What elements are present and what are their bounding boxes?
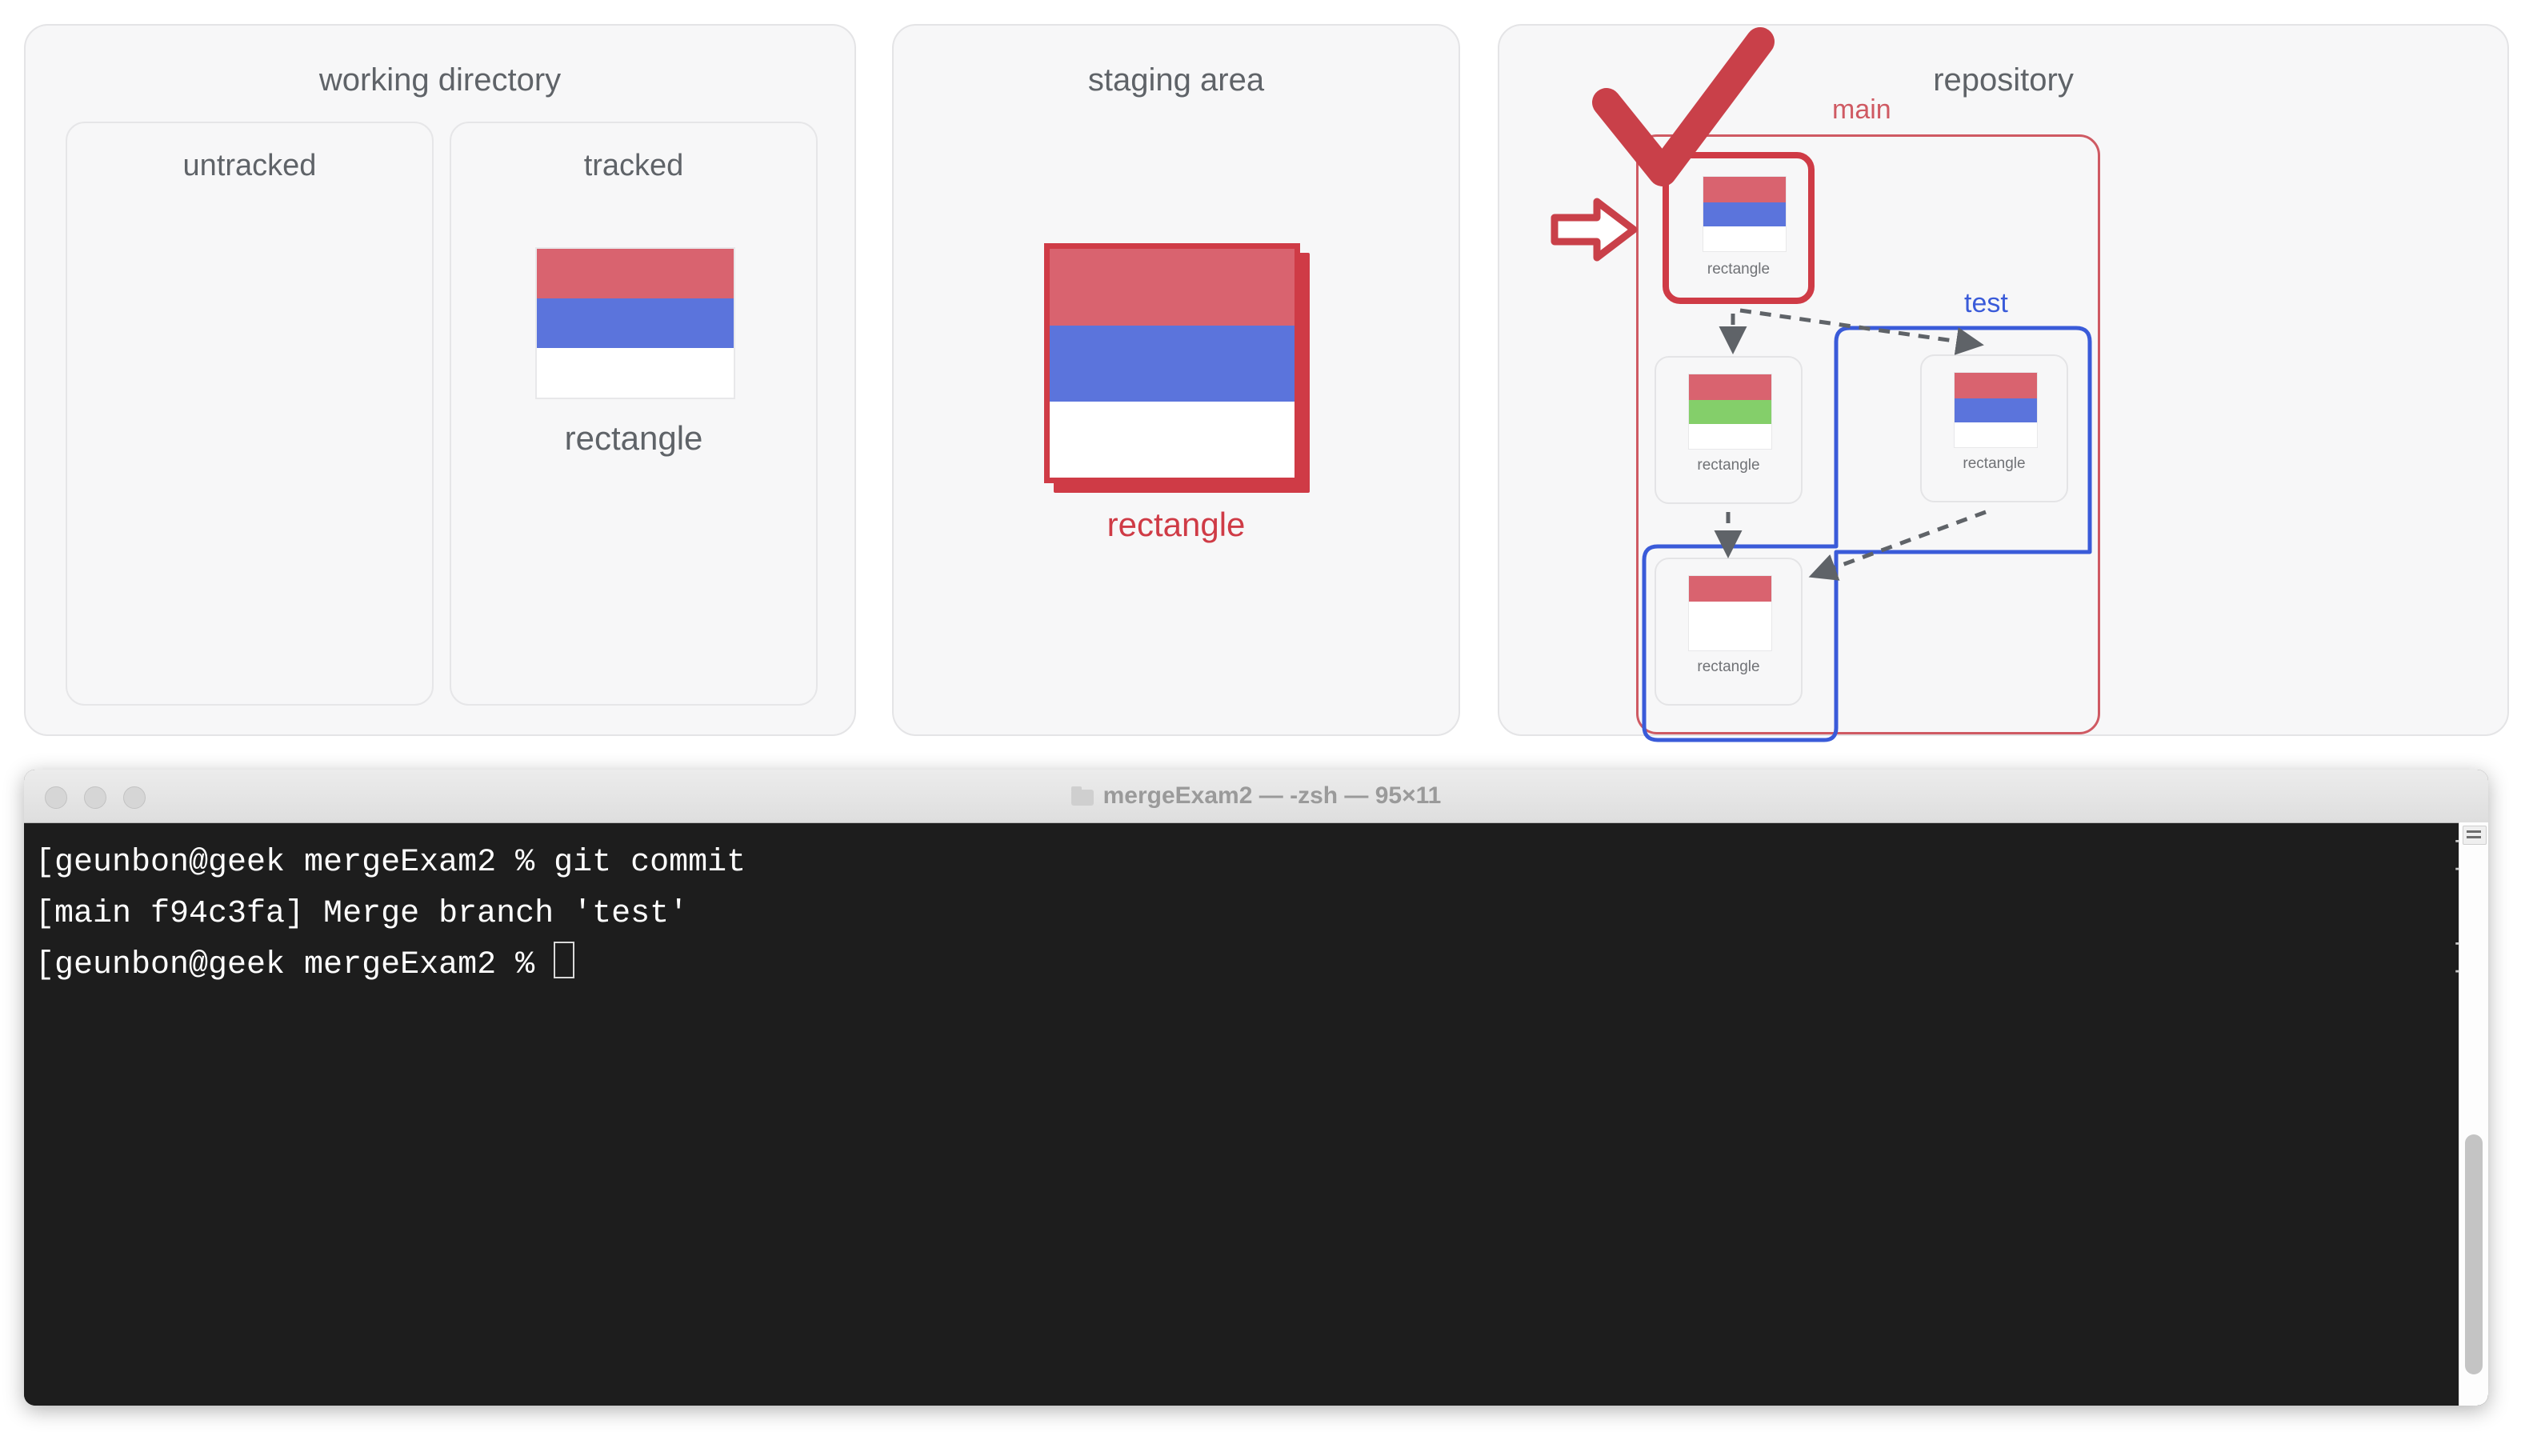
subpanel-untracked: untracked <box>66 122 434 706</box>
commit-node-base[interactable]: rectangle <box>1655 558 1803 706</box>
band-blue <box>537 298 734 349</box>
git-diagram: working directory untracked tracked rect… <box>24 24 2509 742</box>
terminal-scrollbar[interactable] <box>2459 822 2488 1406</box>
band-white <box>1689 424 1771 449</box>
branch-label-test: test <box>1964 288 2008 318</box>
file-swatch-staged-rectangle[interactable] <box>1044 243 1300 483</box>
band-blue <box>1050 325 1295 402</box>
band-blue <box>1955 398 2037 423</box>
minimize-button[interactable] <box>84 786 106 809</box>
terminal-window[interactable]: mergeExam2 — -zsh — 95×11 [geunbon@geek … <box>24 770 2488 1406</box>
band-white <box>1689 601 1771 650</box>
file-label-tracked-rectangle: rectangle <box>564 419 703 457</box>
band-red <box>1703 177 1786 202</box>
panel-staging-area: staging area rectangle <box>892 24 1460 736</box>
band-white <box>1050 401 1295 478</box>
tracked-title: tracked <box>583 149 684 182</box>
terminal-title-text: mergeExam2 — -zsh — 95×11 <box>1102 782 1442 809</box>
close-button[interactable] <box>45 786 67 809</box>
terminal-title-area: mergeExam2 — -zsh — 95×11 <box>24 770 2488 822</box>
commit-swatch <box>1703 176 1787 252</box>
repository-title: repository <box>1933 62 2074 98</box>
working-directory-title: working directory <box>318 62 562 98</box>
traffic-lights[interactable] <box>45 786 146 809</box>
band-blue <box>1703 202 1786 227</box>
branch-label-main: main <box>1832 94 1891 125</box>
scrollbar-button-icon[interactable] <box>2463 826 2487 845</box>
band-red <box>1050 249 1295 326</box>
terminal-line-0: [geunbon@geek mergeExam2 % git commit <box>35 845 746 881</box>
file-label-staged-rectangle: rectangle <box>1106 506 1246 543</box>
staging-area-title: staging area <box>1087 62 1265 98</box>
terminal-prompt: [geunbon@geek mergeExam2 % <box>35 947 554 983</box>
commit-label: rectangle <box>1697 658 1760 675</box>
panel-working-directory: working directory untracked tracked rect… <box>24 24 856 736</box>
scrollbar-thumb[interactable] <box>2465 1134 2483 1374</box>
commit-swatch <box>1688 575 1772 651</box>
commit-label: rectangle <box>1963 455 2026 472</box>
commit-node-test-tip[interactable]: rectangle <box>1920 354 2068 502</box>
terminal-body[interactable]: [geunbon@geek mergeExam2 % git commit [m… <box>24 823 2488 1406</box>
commit-node-main-prev[interactable]: rectangle <box>1655 356 1803 504</box>
folder-icon <box>1070 786 1094 806</box>
band-green <box>1689 399 1771 425</box>
band-white <box>537 348 734 398</box>
band-red <box>1689 576 1771 602</box>
band-red <box>537 249 734 299</box>
zoom-button[interactable] <box>123 786 146 809</box>
band-red <box>1955 373 2037 398</box>
commit-node-merge[interactable]: rectangle <box>1663 152 1815 304</box>
terminal-line-1: [main f94c3fa] Merge branch 'test' <box>35 896 689 932</box>
block-cursor <box>554 942 575 978</box>
commit-label: rectangle <box>1697 457 1760 474</box>
subpanel-tracked: tracked rectangle <box>450 122 818 706</box>
terminal-line-2: [geunbon@geek mergeExam2 % <box>35 940 2488 991</box>
file-swatch-tracked-rectangle[interactable] <box>535 247 735 399</box>
terminal-titlebar[interactable]: mergeExam2 — -zsh — 95×11 <box>24 770 2488 823</box>
untracked-title: untracked <box>182 149 317 182</box>
commit-label: rectangle <box>1707 261 1771 278</box>
commit-swatch <box>1954 372 2038 448</box>
band-white <box>1703 226 1786 251</box>
commit-swatch <box>1688 374 1772 450</box>
band-white <box>1955 422 2037 447</box>
band-red <box>1689 374 1771 400</box>
